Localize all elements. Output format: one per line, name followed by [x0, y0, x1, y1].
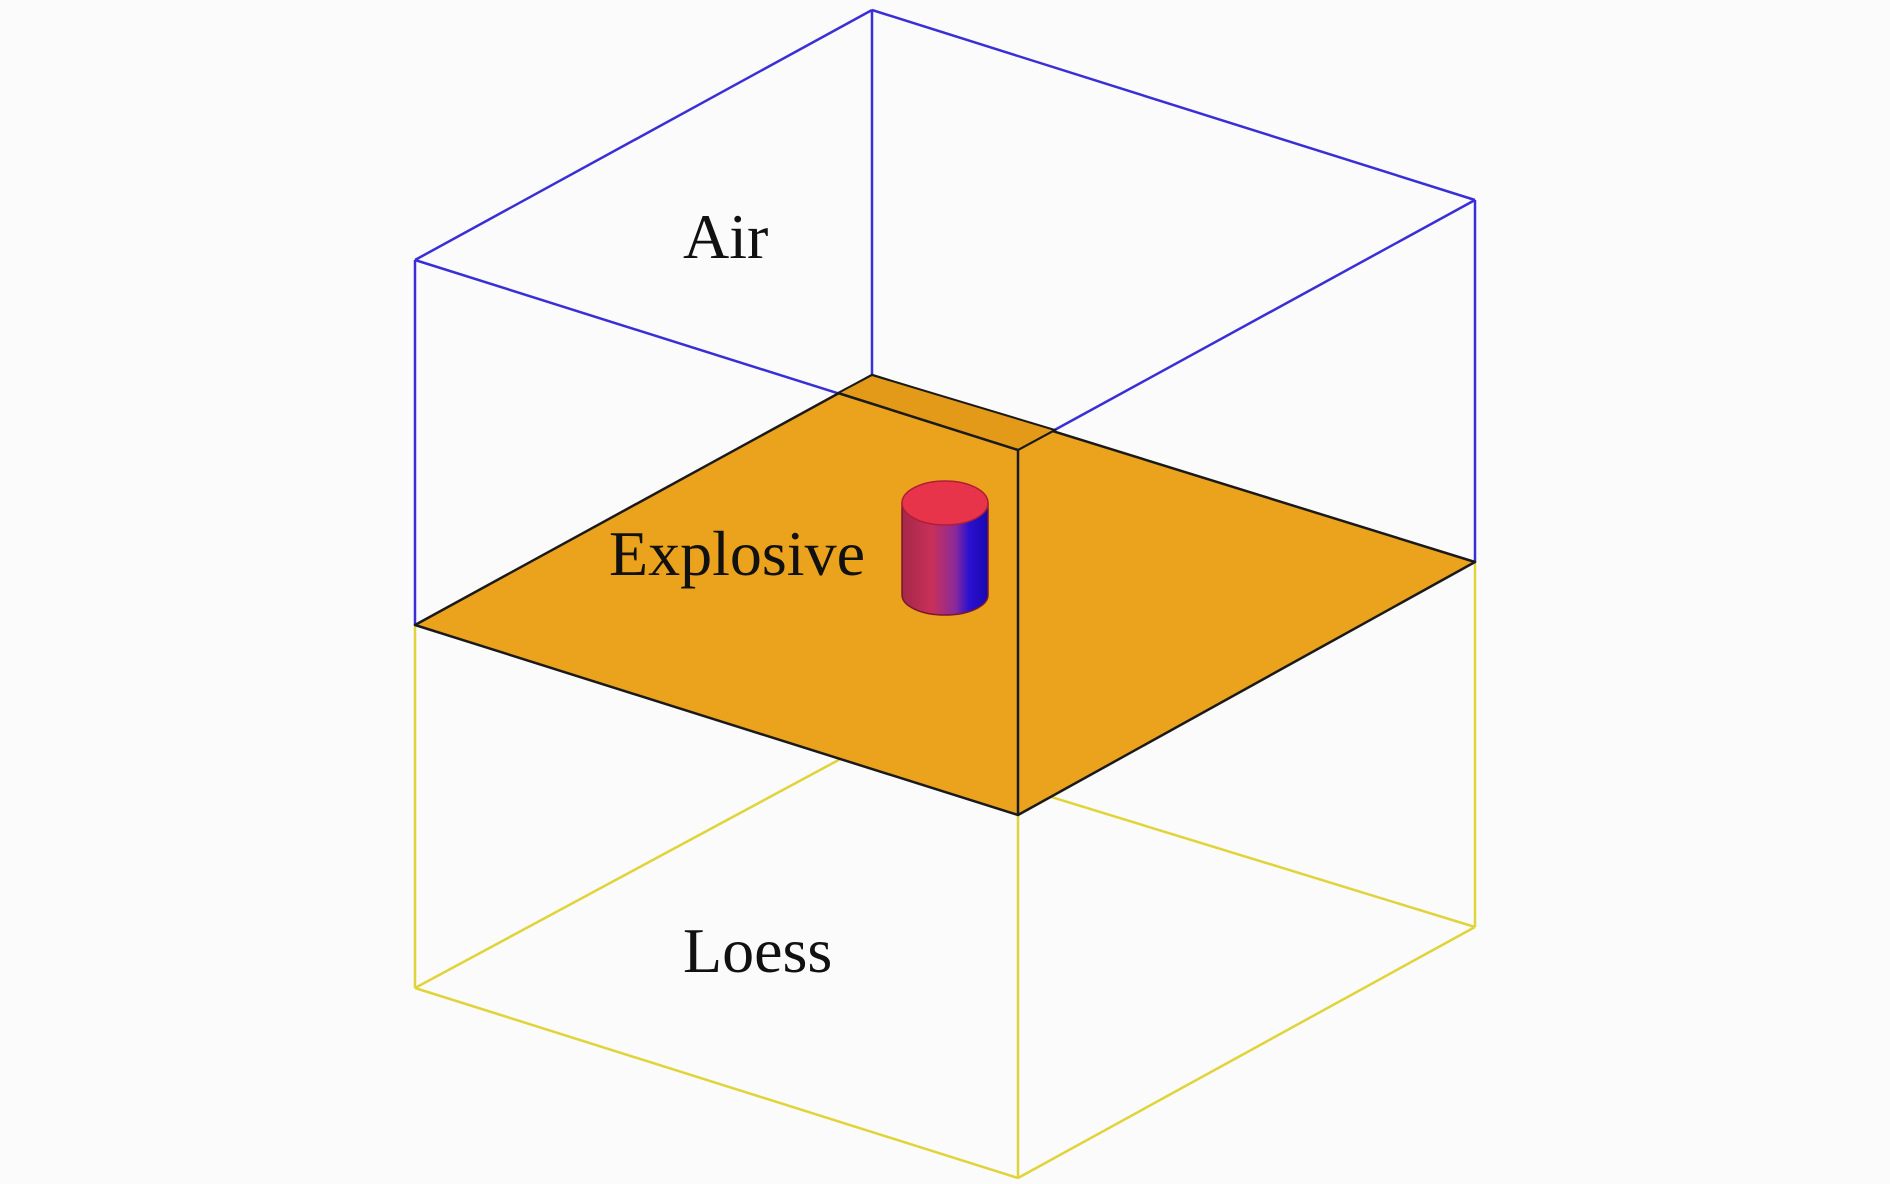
air-edge-top-front-right: [1017, 198, 1476, 452]
loess-edge-back-left-bottom: [414, 740, 873, 990]
ground-step-edge-right: [1017, 429, 1056, 451]
air-edge-top-left: [414, 8, 873, 262]
air-edge-top-right: [871, 8, 1476, 202]
charge-side: [901, 502, 989, 616]
explosive-label: Explosive: [609, 518, 865, 589]
air-label: Air: [683, 201, 768, 272]
explosive-charge-cylinder: [901, 480, 989, 616]
ground-step-edge-front: [837, 391, 1019, 452]
charge-top: [901, 480, 989, 526]
loess-label: Loess: [683, 915, 832, 986]
loess-edge-front-left-bottom: [414, 986, 1019, 1180]
loess-edge-front-right-bottom: [1017, 925, 1476, 1180]
